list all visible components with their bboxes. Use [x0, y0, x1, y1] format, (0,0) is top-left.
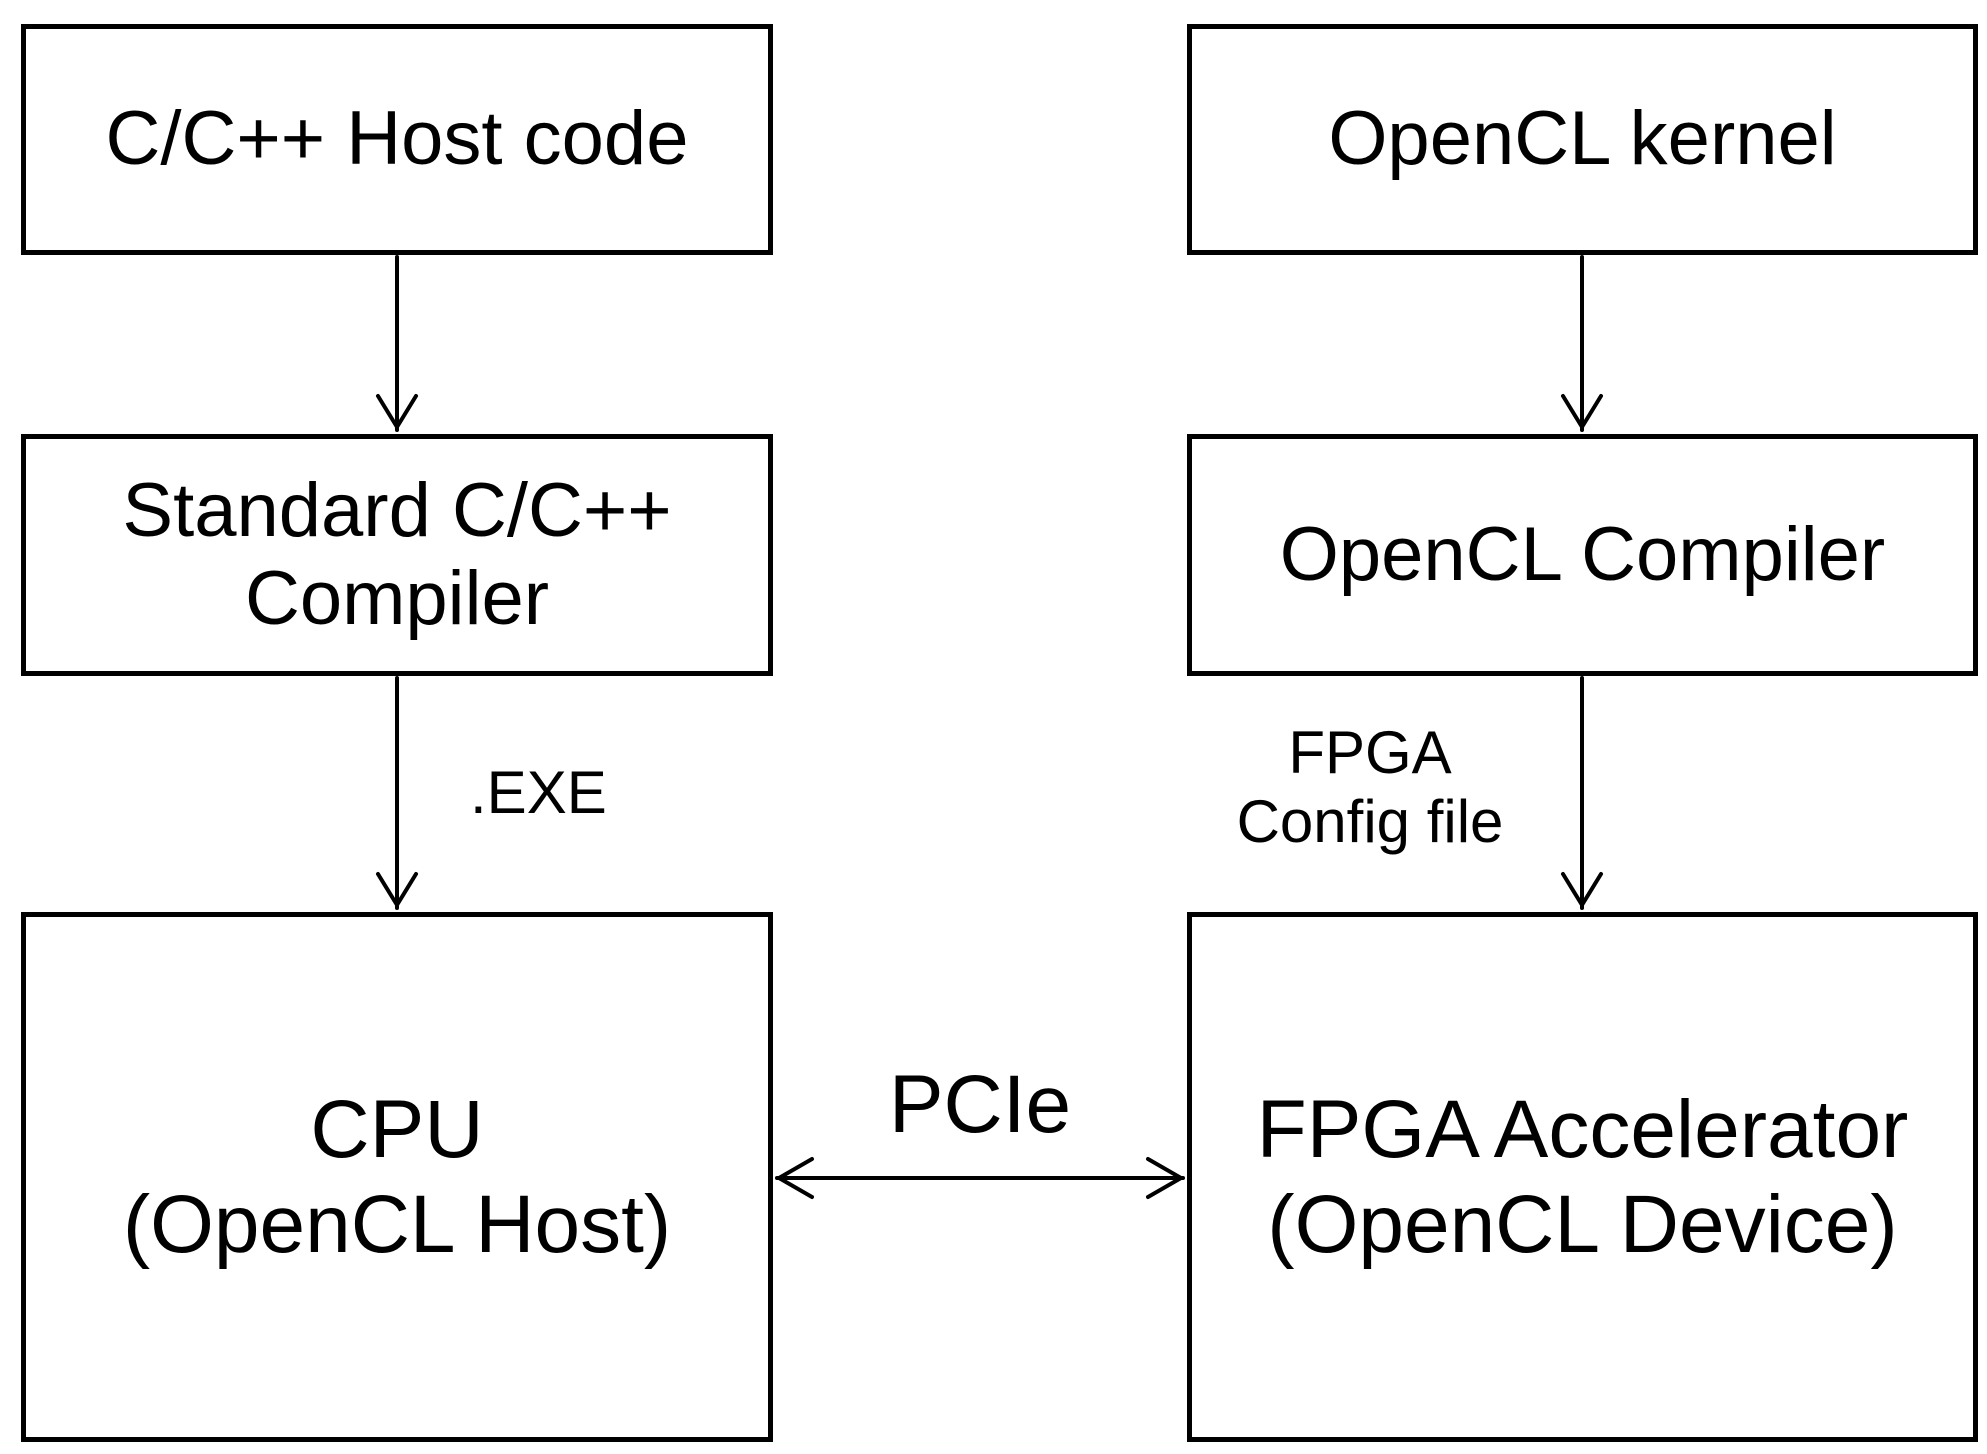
cpu-box: CPU (OpenCL Host): [21, 912, 773, 1442]
fpga-config-label-line2: Config file: [1236, 788, 1504, 855]
fpga-accelerator-box: FPGA Accelerator (OpenCL Device): [1187, 912, 1978, 1442]
standard-compiler-label-line1: Standard C/C++: [122, 467, 672, 553]
fpga-config-label: FPGA Config file: [1220, 718, 1520, 856]
opencl-compiler-label: OpenCL Compiler: [1279, 511, 1886, 597]
arrow-kernel-to-compiler-head: [1561, 394, 1603, 429]
host-code-box: C/C++ Host code: [21, 24, 773, 255]
arrow-pcie-head-right: [1146, 1157, 1183, 1199]
fpga-accelerator-label-line1: FPGA Accelerator: [1256, 1083, 1909, 1175]
fpga-accelerator-label-line2: (OpenCL Device): [1267, 1179, 1898, 1270]
arrow-pcie-head-left: [777, 1157, 814, 1199]
fpga-config-label-line1: FPGA: [1288, 719, 1452, 786]
cpu-label-line1: CPU: [310, 1083, 484, 1175]
exe-label: .EXE: [470, 758, 607, 827]
standard-compiler-label-line2: Compiler: [244, 556, 550, 641]
opencl-kernel-box: OpenCL kernel: [1187, 24, 1978, 255]
arrow-compiler-to-fpga-head: [1561, 872, 1603, 907]
pcie-label: PCIe: [880, 1058, 1080, 1152]
host-code-label: C/C++ Host code: [105, 96, 689, 182]
arrow-host-to-compiler-head: [376, 394, 418, 429]
exe-label-text: .EXE: [470, 759, 607, 826]
pcie-label-text: PCIe: [888, 1059, 1072, 1150]
arrow-compiler-to-cpu-head: [376, 872, 418, 907]
standard-compiler-box: Standard C/C++ Compiler: [21, 434, 773, 676]
cpu-label-line2: (OpenCL Host): [122, 1179, 672, 1270]
opencl-kernel-label: OpenCL kernel: [1328, 96, 1837, 182]
opencl-compiler-box: OpenCL Compiler: [1187, 434, 1978, 676]
